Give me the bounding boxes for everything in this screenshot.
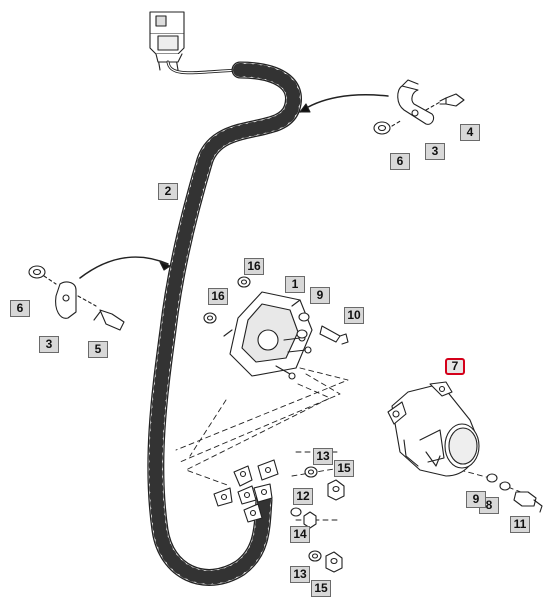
clip-assembly-top (373, 79, 465, 135)
callout-6-top: 6 (390, 153, 410, 170)
callout-6-left: 6 (10, 300, 30, 317)
callout-2: 2 (158, 183, 178, 200)
wrapped-harness (147, 61, 302, 586)
callout-16-left: 16 (208, 288, 228, 305)
callout-16-top: 16 (244, 258, 264, 275)
callout-1: 1 (285, 276, 305, 293)
callout-15-top: 15 (334, 460, 354, 477)
callout-9-right: 9 (466, 491, 486, 508)
callout-12: 12 (293, 488, 313, 505)
clip-assembly-left (28, 265, 125, 331)
callout-13-bottom: 13 (290, 566, 310, 583)
callout-4: 4 (460, 124, 480, 141)
callout-15-bottom: 15 (311, 580, 331, 597)
callout-3-left: 3 (39, 336, 59, 353)
callout-5: 5 (88, 341, 108, 358)
starter-component (387, 381, 480, 477)
callout-13-top: 13 (313, 448, 333, 465)
callout-3-top: 3 (425, 143, 445, 160)
callout-11: 11 (510, 516, 530, 533)
arrow-top (299, 94, 389, 113)
callout-14: 14 (290, 526, 310, 543)
harness-connector (149, 11, 185, 71)
assembly-dashed-lines (175, 367, 527, 521)
callout-7: 7 (445, 358, 465, 375)
bottom-fasteners (290, 466, 345, 573)
arrow-left (79, 256, 169, 279)
terminal-eyelets (213, 459, 279, 523)
right-fasteners (486, 473, 543, 513)
relay-fasteners (203, 276, 349, 345)
callout-10: 10 (344, 307, 364, 324)
relay (223, 291, 313, 380)
callout-9-relay: 9 (310, 287, 330, 304)
